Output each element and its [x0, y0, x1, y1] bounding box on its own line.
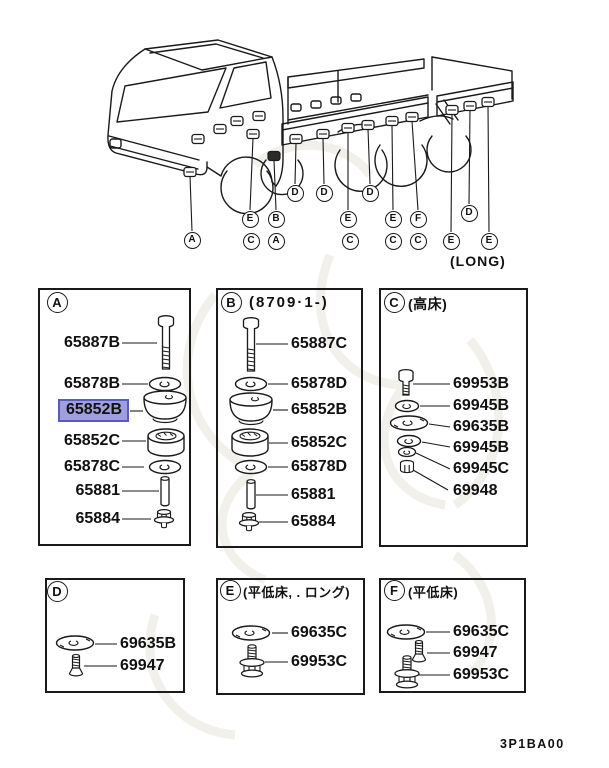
callout-letter: A — [272, 235, 280, 246]
truck-drawing — [107, 39, 514, 215]
part-number-label[interactable]: 65878D — [291, 375, 348, 392]
callout-circle-e: E — [384, 210, 402, 228]
part-number-label[interactable]: 69945C — [453, 460, 510, 477]
part-number-label[interactable]: 65878D — [291, 458, 348, 475]
callout-letter: C — [247, 235, 255, 246]
background-watermark — [145, 140, 504, 740]
callout-letter: C — [389, 235, 397, 246]
box-letter: B — [226, 294, 236, 310]
callout-circle-c: C — [341, 232, 359, 250]
part-number-label[interactable]: 69953B — [453, 375, 510, 392]
part-number-label[interactable]: 65881 — [75, 482, 121, 499]
callout-circle-e: E — [241, 210, 259, 228]
parts-box-c — [379, 288, 528, 547]
part-number-label[interactable]: 65884 — [291, 513, 336, 530]
part-number-label[interactable]: 69947 — [120, 657, 165, 674]
box-letter: E — [225, 582, 235, 598]
callout-circle-b: B — [267, 210, 285, 228]
callout-letter: E — [447, 235, 455, 246]
parts-box-f — [379, 578, 526, 693]
box-b-letter-circle: B — [220, 291, 242, 313]
callout-circle-a: A — [183, 231, 201, 249]
callout-circle-e: E — [480, 232, 498, 250]
box-e-parts — [231, 625, 288, 678]
callout-circle-c: C — [242, 232, 260, 250]
callout-circle-e: E — [442, 232, 460, 250]
callout-circle-d: D — [361, 184, 379, 202]
mount-clip-icons — [183, 96, 495, 178]
callout-letter: F — [414, 213, 422, 224]
part-number-label[interactable]: 69635C — [453, 623, 510, 640]
box-letter: C — [389, 294, 399, 310]
part-number-label[interactable]: 65852C — [63, 432, 120, 449]
part-number-label[interactable]: 65881 — [291, 486, 336, 503]
callout-circle-d: D — [460, 204, 478, 222]
part-number-label[interactable]: 65884 — [75, 510, 121, 527]
callout-letter: C — [414, 235, 422, 246]
box-letter: A — [52, 294, 62, 310]
callout-letter: E — [389, 213, 397, 224]
box-f-letter-circle: F — [383, 579, 405, 601]
callout-circle-d: D — [315, 184, 333, 202]
box-letter: F — [390, 582, 398, 598]
box-c-letter-circle: C — [383, 291, 405, 313]
callout-circle-e: E — [339, 210, 357, 228]
part-number-label[interactable]: 69635B — [453, 418, 510, 435]
callout-letter: C — [346, 235, 354, 246]
box-letter: D — [52, 583, 62, 599]
box-a-parts — [122, 315, 187, 529]
box-e-letter-circle: E — [219, 579, 241, 601]
part-number-label[interactable]: 69953C — [453, 666, 510, 683]
box-c-header: (高床) — [408, 296, 448, 312]
parts-box-e — [216, 578, 365, 695]
callout-letter: D — [366, 187, 374, 198]
part-number-label[interactable]: 69945B — [453, 397, 510, 414]
callout-letter: A — [188, 234, 196, 245]
callout-letter: E — [344, 213, 352, 224]
part-number-label-highlighted[interactable]: 65852B — [57, 399, 129, 422]
callout-letter: E — [246, 213, 254, 224]
part-number-label[interactable]: 65878C — [63, 458, 120, 475]
callout-letter: D — [291, 187, 299, 198]
part-number-label[interactable]: 65852C — [291, 434, 348, 451]
callout-letter: D — [320, 187, 328, 198]
callout-circle-d: D — [286, 184, 304, 202]
box-b-header: (8709·1-) — [249, 294, 329, 311]
callout-letter: E — [485, 235, 493, 246]
part-number-label[interactable]: 65887B — [63, 334, 120, 351]
box-b-parts — [229, 317, 288, 532]
box-d-parts — [55, 635, 117, 677]
callout-letter: D — [465, 207, 473, 218]
part-number-label[interactable]: 69953C — [291, 653, 348, 670]
box-f-parts — [386, 624, 450, 689]
part-number-label[interactable]: 69635B — [120, 635, 177, 652]
part-number-label[interactable]: 65878B — [63, 375, 120, 392]
part-number-label[interactable]: 69948 — [453, 482, 498, 499]
box-a-letter-circle: A — [46, 291, 68, 313]
callout-circle-c: C — [409, 232, 427, 250]
box-e-header: (平低床, . ロング) — [243, 585, 351, 600]
parts-box-d — [45, 578, 185, 693]
box-d-letter-circle: D — [46, 580, 68, 602]
box-f-header: (平低床) — [408, 585, 459, 600]
callout-circle-f: F — [409, 210, 427, 228]
parts-box-a — [38, 288, 191, 546]
callout-letter: B — [272, 213, 280, 224]
part-number-label[interactable]: 69947 — [453, 644, 498, 661]
part-number-label[interactable]: 69945B — [453, 439, 510, 456]
part-number-label[interactable]: 65852B — [291, 401, 348, 418]
callout-circle-c: C — [384, 232, 402, 250]
callout-leaders — [189, 105, 490, 233]
diagram-code: 3P1BA00 — [500, 737, 565, 751]
callout-circle-a: A — [267, 232, 285, 250]
part-number-label[interactable]: 65887C — [291, 335, 348, 352]
box-c-parts — [389, 368, 451, 491]
long-wheelbase-label: (LONG) — [450, 253, 506, 269]
part-number-label[interactable]: 69635C — [291, 624, 348, 641]
parts-box-b — [216, 288, 363, 548]
